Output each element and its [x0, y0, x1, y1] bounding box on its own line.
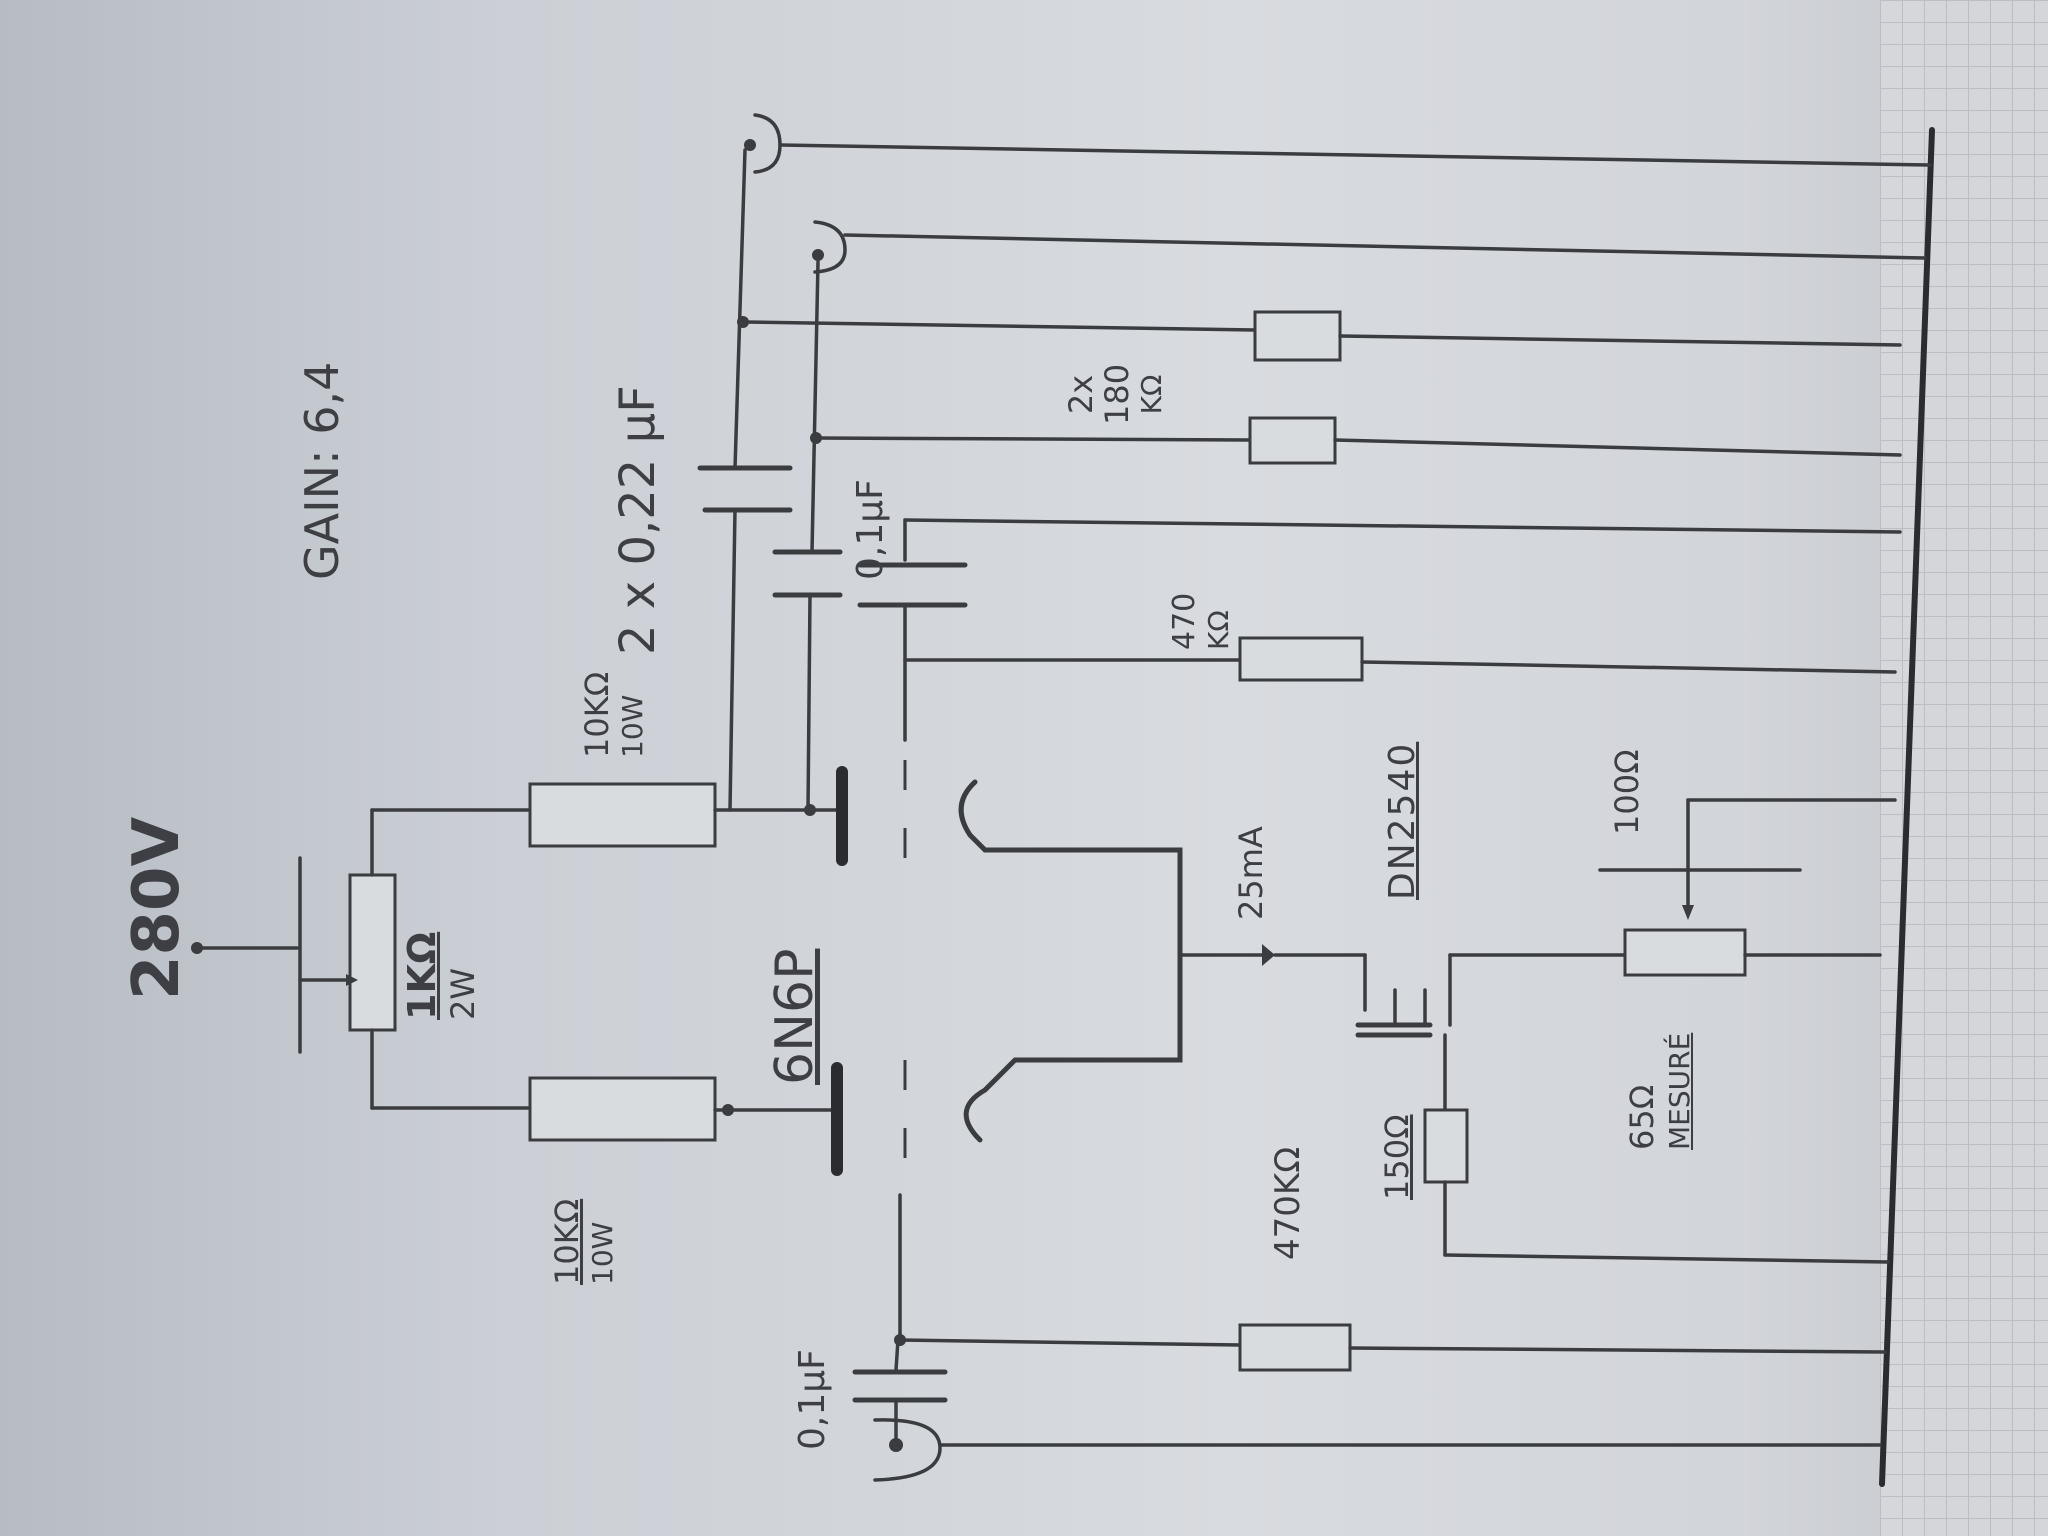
label-gain: GAIN: 6,4: [295, 361, 349, 580]
label-r180-count: 2x: [1062, 374, 1100, 415]
label-r180-wrap: 2x 180 KΩ: [1062, 363, 1169, 425]
r150-ground-wire: [1443, 1253, 1890, 1264]
cap-in-lead-top: [894, 1338, 900, 1372]
label-pot-value: 1KΩ: [400, 931, 444, 1020]
label-mosfet-wrap: DN2540: [1382, 742, 1423, 900]
output-jack-1-pin: [744, 139, 756, 151]
output-jack-2: [813, 220, 847, 274]
resistor-470k-bottom: [1238, 1323, 1352, 1372]
label-mosfet: DN2540: [1382, 741, 1423, 900]
label-pot-power: 2W: [444, 968, 482, 1020]
junction-out-1: [737, 316, 749, 328]
label-r65-wrap: 65Ω MESURÉ: [1622, 1033, 1698, 1150]
resistor-150: [1423, 1108, 1469, 1184]
label-anode-top-value: 10KΩ: [578, 671, 616, 758]
label-cap-out: 2 x 0,22 µF: [610, 385, 666, 655]
pot-wiper-arrow: [346, 974, 358, 986]
grid-cap-ground-wire: [903, 518, 1902, 534]
label-cap-mid: 0,1µF: [850, 479, 891, 580]
label-r470-bottom: 470KΩ: [1268, 1146, 1308, 1260]
label-r180-value: 180: [1098, 363, 1136, 425]
label-anode-bottom-value: 10KΩ: [548, 1198, 586, 1285]
input-jack: [873, 1418, 942, 1482]
output-jack-1: [753, 113, 782, 174]
label-anode-top-wrap: 10KΩ 10W: [578, 672, 649, 758]
resistor-anode-bottom: [528, 1076, 717, 1142]
label-supply-wrap: 280V: [120, 740, 200, 1000]
input-jack-pin: [889, 1438, 903, 1452]
out-line-2-lower: [806, 593, 812, 812]
r470-top-ground-wire: [1360, 660, 1897, 674]
out-line-1-lower: [728, 508, 737, 812]
resistor-470k-top: [1238, 636, 1364, 682]
label-tube-wrap: 6N6P: [765, 949, 825, 1085]
resistor-180k-2: [1248, 416, 1337, 465]
ground-bus: [1879, 127, 1935, 1487]
label-supply: 280V: [120, 816, 194, 1000]
r180-1-ground-wire: [1338, 334, 1902, 347]
label-tube: 6N6P: [765, 948, 825, 1085]
out-line-1-upper: [733, 148, 747, 470]
label-cap-mid-wrap: 0,1µF: [850, 479, 891, 580]
junction-plate-top: [804, 804, 816, 816]
label-cap-in: 0,1µF: [792, 1349, 833, 1450]
current-arrow: [1262, 944, 1275, 966]
label-r100: 100Ω: [1608, 749, 1646, 835]
label-r470-bottom-wrap: 470KΩ: [1268, 1147, 1308, 1260]
r470-bottom-ground-wire: [1348, 1346, 1887, 1354]
output-jack-1-ground: [778, 143, 1932, 167]
label-anode-bottom-power: 10W: [586, 1221, 619, 1285]
label-pot-wrap: 1KΩ 2W: [400, 932, 482, 1020]
r180-1-left-wire: [743, 320, 1257, 332]
label-r470-top: 470: [1167, 592, 1202, 650]
cathode-bottom: [963, 952, 1183, 1143]
r180-2-left-wire: [814, 436, 1252, 442]
label-r180-unit: KΩ: [1135, 374, 1168, 415]
label-current: 25mA: [1232, 826, 1270, 920]
pot-1k-body: [348, 873, 397, 1032]
cathode-top: [958, 779, 1183, 958]
label-cap-out-wrap: 2 x 0,22 µF: [610, 385, 666, 655]
output-jack-2-ground: [843, 233, 1927, 260]
label-r470-top-wrap: 470 KΩ: [1167, 592, 1236, 650]
output-jack-2-pin: [812, 249, 824, 261]
label-r100-wrap: 100Ω: [1608, 749, 1646, 835]
label-r65-value: 65Ω: [1623, 1084, 1661, 1150]
label-gain-wrap: GAIN: 6,4: [295, 280, 365, 580]
label-current-wrap: 25mA: [1232, 826, 1270, 920]
label-r150-wrap: 150Ω: [1378, 1114, 1416, 1200]
resistor-anode-top: [528, 782, 717, 848]
r180-2-ground-wire: [1333, 438, 1902, 457]
label-r470-top-unit: KΩ: [1202, 610, 1235, 650]
label-anode-top-power: 10W: [616, 694, 649, 758]
label-r150: 150Ω: [1378, 1114, 1416, 1200]
label-anode-bottom-wrap: 10KΩ 10W: [548, 1199, 619, 1285]
label-cap-in-wrap: 0,1µF: [792, 1349, 833, 1450]
r100-wiper-arrow: [1682, 905, 1694, 920]
junction-plate-bottom: [722, 1104, 734, 1116]
resistor-65-pot: [1623, 928, 1747, 977]
out-line-2-upper: [810, 260, 820, 554]
r470-bottom-left-wire: [898, 1338, 1242, 1347]
resistor-180k-1: [1253, 310, 1342, 362]
label-r65-note: MESURÉ: [1663, 1032, 1696, 1150]
